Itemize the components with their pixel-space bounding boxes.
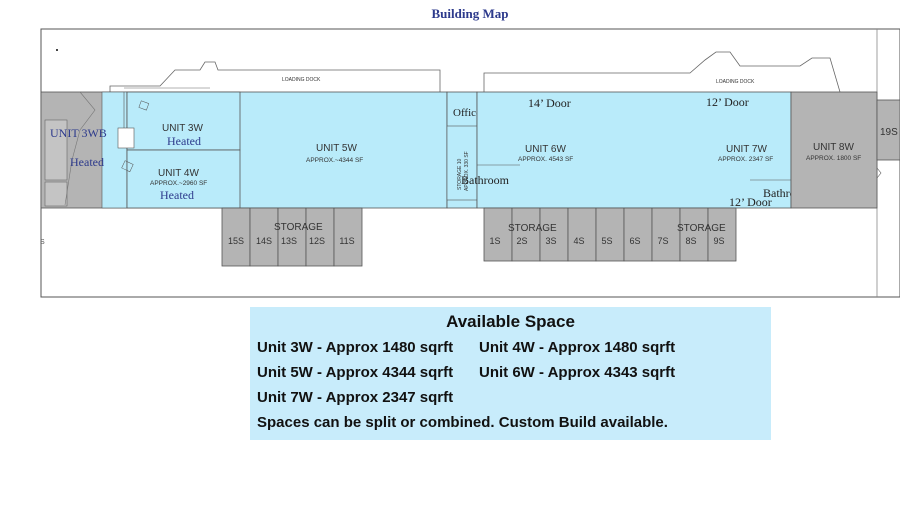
storage-left-row: STORAGE 15S 14S 13S 12S 11S (221, 207, 363, 267)
storage-unit-label: 9S (713, 236, 724, 246)
available-space-panel: Available Space Unit 3W - Approx 1480 sq… (250, 307, 771, 440)
storage-10-label: STORAGE 10 (457, 158, 463, 190)
unit-6w-availability: Unit 6W - Approx 4343 sqrft (479, 364, 676, 381)
storage-unit-label: 3S (545, 236, 556, 246)
storage-unit-label: 7S (657, 236, 668, 246)
unit-3w-heated-label: Heated (167, 134, 201, 148)
door-14-label: 14’ Door (528, 96, 571, 110)
storage-unit (277, 207, 307, 267)
unit-4w (126, 149, 241, 209)
unit-4w-sf-label: APPROX.~2960 SF (150, 180, 207, 187)
unit-8w (790, 91, 878, 209)
unit-4w-availability: Unit 4W - Approx 1480 sqrft (479, 339, 676, 356)
unit-5w-availability: Unit 5W - Approx 4344 sqrft (257, 364, 454, 381)
door-12-top-label: 12’ Door (706, 95, 749, 109)
unit-5w-sf-label: APPROX.~4344 SF (306, 157, 363, 164)
unit-5w-label: UNIT 5W (316, 143, 357, 154)
storage-right-row: STORAGE STORAGE 1S 2S 3S 4S 5S 6S 7S 8S … (483, 207, 737, 262)
storage-unit-label: 2S (516, 236, 527, 246)
storage-unit (333, 207, 363, 267)
loading-dock-right-label: LOADING DOCK (716, 79, 755, 85)
custom-build-note: Spaces can be split or combined. Custom … (257, 414, 668, 431)
unit-4w-label: UNIT 4W (158, 168, 199, 179)
storage-right-title-a: STORAGE (508, 223, 557, 234)
storage-unit-label: 5S (601, 236, 612, 246)
storage-unit-label: 14S (256, 236, 272, 246)
unit-3wb-walls (64, 91, 96, 206)
storage-unit (651, 207, 681, 262)
storage-unit-label: 8S (685, 236, 696, 246)
storage-unit (221, 207, 251, 267)
bathroom-6w-label: Bathroom (461, 173, 510, 187)
unit-7w-availability: Unit 7W - Approx 2347 sqrft (257, 389, 454, 406)
storage-unit (679, 207, 709, 262)
site-marker (56, 49, 58, 51)
storage-unit (305, 207, 335, 267)
storage-unit (511, 207, 541, 262)
available-space-title: Available Space (446, 312, 575, 331)
left-roof-outline (109, 61, 441, 92)
storage-unit-label: 15S (228, 236, 244, 246)
door-12-bottom-label: 12’ Door (729, 195, 772, 209)
storage-19s (876, 99, 900, 161)
storage-left-title: STORAGE (274, 222, 323, 233)
storage-unit (567, 207, 597, 262)
unit-3wb-label: UNIT 3WB (50, 126, 107, 140)
storage-unit (539, 207, 569, 262)
unit-8w-sf-label: APPROX. 1800 SF (806, 155, 861, 162)
restroom-3w (117, 127, 135, 149)
fixture-3w (138, 100, 150, 111)
unit-3w (126, 91, 241, 151)
unit-6w-sf-label: APPROX. 4543 SF (518, 156, 573, 163)
fixture-4w (121, 160, 134, 173)
storage-unit-label: 4S (573, 236, 584, 246)
unit-3wb-room (44, 119, 68, 181)
storage-right-title-b: STORAGE (677, 223, 726, 234)
unit-7w-label: UNIT 7W (726, 144, 767, 155)
unit-3wb-heated-label: Heated (70, 155, 104, 169)
map-title: Building Map (431, 6, 509, 21)
unit-8w-label: UNIT 8W (813, 142, 854, 153)
unit-3w-availability: Unit 3W - Approx 1480 sqrft (257, 339, 454, 356)
corridor-3wb (101, 91, 128, 209)
storage-unit (595, 207, 625, 262)
unit-7w-sf-label: APPROX. 2347 SF (718, 156, 773, 163)
storage-unit-label: 13S (281, 236, 297, 246)
storage-19s-label: 19S (880, 127, 898, 138)
right-roof-outline (483, 51, 841, 93)
storage-unit (483, 207, 513, 262)
unit-3wb-closet (44, 181, 68, 207)
storage-unit (707, 207, 737, 262)
storage-unit-label: 6S (629, 236, 640, 246)
loading-dock-left-label: LOADING DOCK (282, 77, 321, 83)
storage-unit (249, 207, 279, 267)
edge-storage-label: S (40, 239, 45, 246)
storage-10-room (446, 125, 478, 201)
unit-3w-label: UNIT 3W (162, 123, 203, 134)
floor-plan: LOADING DOCK LOADING DOCK UNIT 3WB Heate… (40, 28, 900, 298)
east-edge-mark (876, 167, 882, 179)
storage-unit-label: 1S (489, 236, 500, 246)
office-label: Office (453, 107, 481, 119)
storage-unit-label: 12S (309, 236, 325, 246)
unit-4w-heated-label: Heated (160, 188, 194, 202)
unit-6w-label: UNIT 6W (525, 144, 566, 155)
storage-unit-label: 11S (339, 236, 354, 246)
storage-unit (623, 207, 653, 262)
storage-10-sf-label: APPROX. 330 SF (464, 151, 470, 191)
